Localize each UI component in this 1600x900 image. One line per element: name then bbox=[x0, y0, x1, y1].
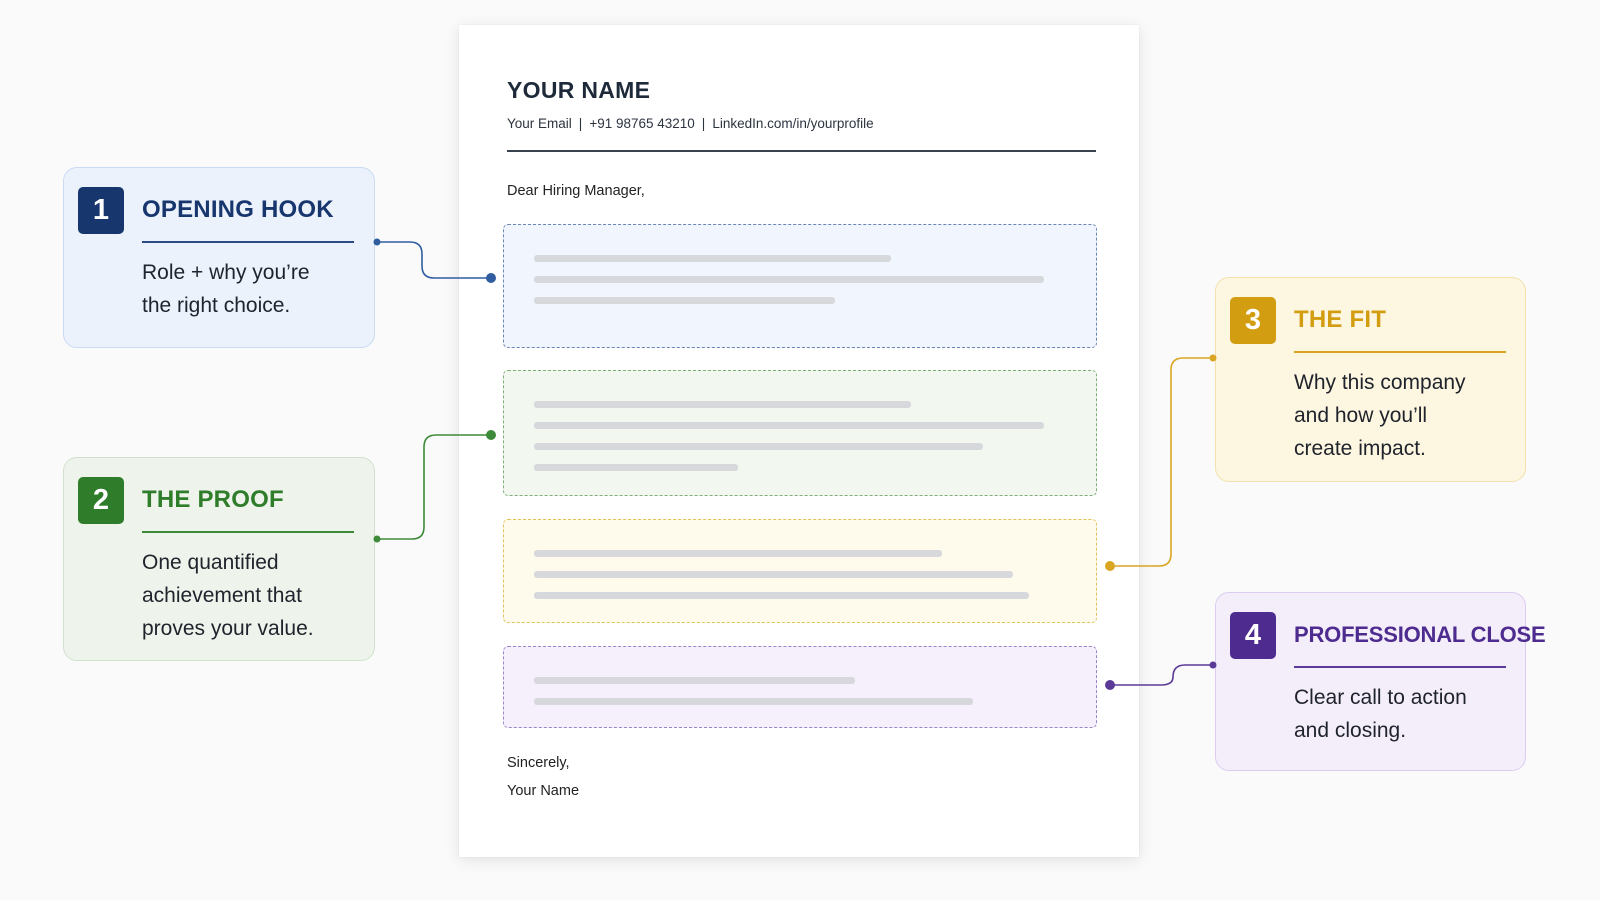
placeholder-text-line bbox=[534, 401, 911, 408]
description-line: Why this company bbox=[1294, 371, 1466, 394]
placeholder-text-line bbox=[534, 550, 942, 557]
letter-phone: +91 98765 43210 bbox=[589, 116, 695, 131]
step-number-badge: 4 bbox=[1230, 612, 1276, 659]
callout-description: Clear call to action and closing. bbox=[1294, 681, 1467, 747]
paragraph-block-the-fit bbox=[503, 519, 1097, 623]
placeholder-text-line bbox=[534, 297, 835, 304]
callout-title: THE FIT bbox=[1294, 306, 1387, 333]
placeholder-text-line bbox=[534, 255, 891, 262]
callout-card-the-fit: 3 THE FIT Why this company and how you’l… bbox=[1215, 277, 1526, 482]
placeholder-text-line bbox=[534, 592, 1029, 599]
placeholder-text-line bbox=[534, 698, 973, 705]
callout-underline bbox=[1294, 666, 1506, 668]
step-number-badge: 3 bbox=[1230, 297, 1276, 344]
description-line: Role + why you’re bbox=[142, 261, 310, 284]
header-divider bbox=[507, 150, 1096, 152]
callout-title: PROFESSIONAL CLOSE bbox=[1294, 622, 1546, 647]
callout-description: Role + why you’re the right choice. bbox=[142, 256, 310, 322]
letter-signature: Your Name bbox=[507, 783, 580, 799]
callout-description: One quantified achievement that proves y… bbox=[142, 546, 314, 645]
description-line: One quantified bbox=[142, 551, 279, 574]
description-line: create impact. bbox=[1294, 437, 1426, 460]
cover-letter-page: YOUR NAME Your Email | +91 98765 43210 | Lin… bbox=[459, 25, 1139, 857]
description-line: achievement that bbox=[142, 584, 302, 607]
callout-underline bbox=[142, 241, 354, 243]
description-line: and how you’ll bbox=[1294, 404, 1428, 427]
paragraph-block-professional-close bbox=[503, 646, 1097, 728]
callout-title: OPENING HOOK bbox=[142, 196, 334, 223]
callout-card-opening-hook: 1 OPENING HOOK Role + why you’re the rig… bbox=[63, 167, 375, 348]
paragraph-block-the-proof bbox=[503, 370, 1097, 496]
step-number-badge: 1 bbox=[78, 187, 124, 234]
placeholder-text-line bbox=[534, 571, 1013, 578]
letter-greeting: Dear Hiring Manager, bbox=[507, 183, 645, 199]
letter-name-heading: YOUR NAME bbox=[507, 77, 651, 103]
callout-underline bbox=[142, 531, 354, 533]
letter-linkedin: LinkedIn.com/in/yourprofile bbox=[712, 116, 874, 131]
description-line: the right choice. bbox=[142, 294, 291, 317]
description-line: and closing. bbox=[1294, 719, 1407, 742]
contact-separator: | bbox=[701, 116, 706, 131]
description-line: proves your value. bbox=[142, 617, 314, 640]
callout-title: THE PROOF bbox=[142, 486, 284, 513]
callout-card-professional-close: 4 PROFESSIONAL CLOSE Clear call to actio… bbox=[1215, 592, 1546, 771]
placeholder-text-line bbox=[534, 464, 738, 471]
placeholder-text-line bbox=[534, 677, 855, 684]
callout-underline bbox=[1294, 351, 1506, 353]
letter-contact-line: Your Email | +91 98765 43210 | LinkedIn.com/… bbox=[507, 116, 874, 131]
letter-signoff: Sincerely, bbox=[507, 755, 570, 771]
callout-card-the-proof: 2 THE PROOF One quantified achievement t… bbox=[63, 457, 375, 661]
callout-description: Why this company and how you’ll create i… bbox=[1294, 366, 1466, 465]
step-number-badge: 2 bbox=[78, 477, 124, 524]
placeholder-text-line bbox=[534, 443, 983, 450]
placeholder-text-line bbox=[534, 276, 1044, 283]
paragraph-block-opening-hook bbox=[503, 224, 1097, 348]
description-line: Clear call to action bbox=[1294, 686, 1467, 709]
placeholder-text-line bbox=[534, 422, 1044, 429]
letter-email: Your Email bbox=[507, 116, 572, 131]
contact-separator: | bbox=[578, 116, 583, 131]
